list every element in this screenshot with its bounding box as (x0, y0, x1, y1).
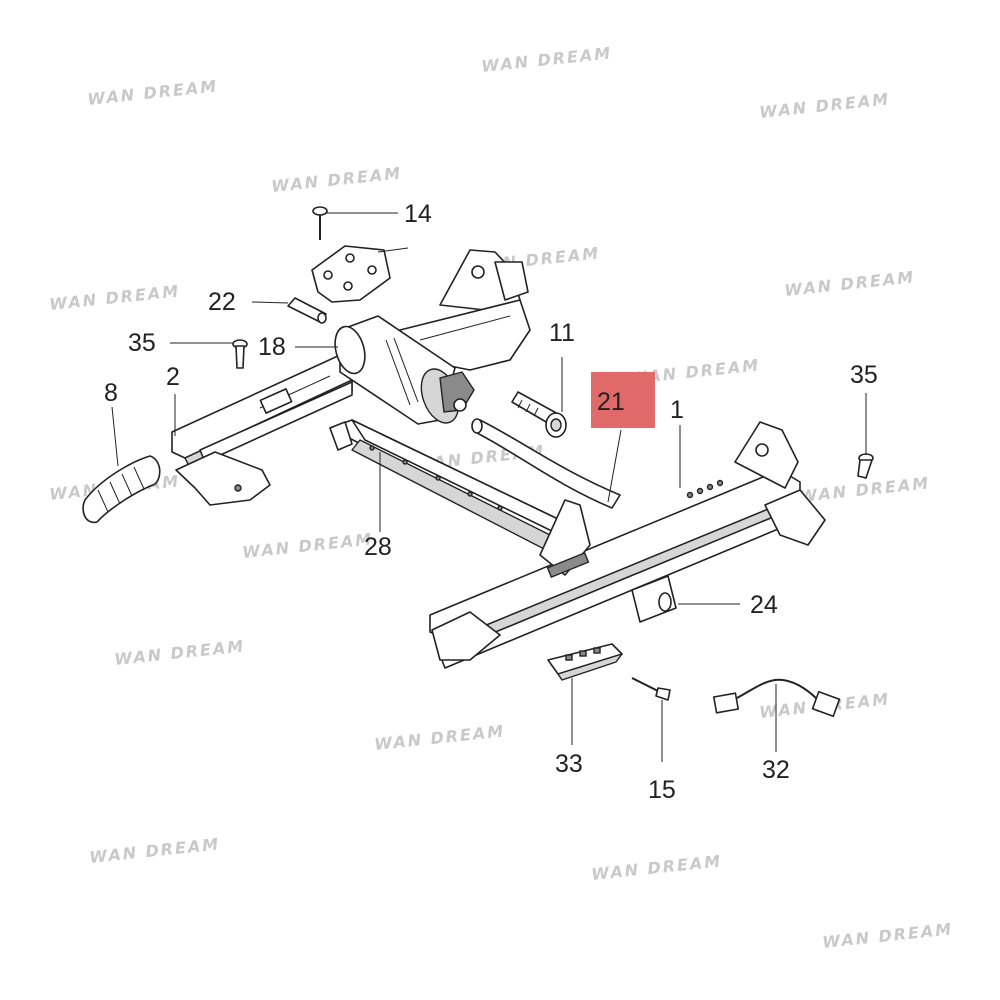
watermark: WAN DREAM (373, 721, 506, 754)
part-35-screw-left (232, 339, 248, 369)
callouts: 14 22 35 18 11 21 8 2 1 35 28 24 33 15 3… (104, 200, 878, 804)
callout-33: 33 (555, 750, 583, 778)
part-21-shaft (471, 418, 621, 509)
callout-35-right: 35 (850, 361, 878, 389)
watermark: WAN DREAM (783, 267, 916, 300)
callout-32: 32 (762, 756, 790, 784)
watermark: WAN DREAM (241, 529, 374, 562)
callout-14: 14 (404, 200, 432, 228)
callout-18: 18 (258, 333, 286, 361)
watermark: WAN DREAM (48, 281, 181, 314)
part-28-crossbar (329, 419, 561, 553)
watermark: WAN DREAM (270, 163, 403, 196)
callout-11: 11 (549, 319, 575, 347)
callout-35-left: 35 (128, 329, 156, 357)
part-2-rail (171, 354, 353, 506)
callout-15: 15 (648, 776, 676, 804)
callout-2: 2 (166, 363, 180, 391)
part-24-clip (631, 575, 677, 623)
callout-24: 24 (750, 591, 778, 619)
part-11-bolt (511, 391, 567, 438)
callout-28: 28 (364, 533, 392, 561)
part-1-rail (429, 421, 826, 669)
part-33-strip (547, 643, 623, 681)
callout-22: 22 (208, 288, 236, 316)
part-22-rod (287, 297, 327, 324)
watermark: WAN DREAM (821, 919, 954, 952)
callout-1: 1 (670, 396, 684, 424)
watermark: WAN DREAM (758, 89, 891, 122)
part-35-screw-right (857, 453, 874, 479)
watermark: WAN DREAM (480, 43, 613, 76)
callout-21: 21 (597, 388, 625, 416)
highlight-box (591, 372, 655, 428)
part-15-pin (631, 677, 671, 701)
leader-lines (111, 212, 867, 762)
watermark: WAN DREAM (86, 76, 219, 109)
part-14-bracket (311, 206, 391, 303)
part-8-sleeve (82, 455, 161, 524)
callout-8: 8 (104, 379, 118, 407)
watermark: WAN DREAM (88, 834, 221, 867)
part-18-motor (334, 315, 475, 425)
watermark: WAN DREAM (113, 636, 246, 669)
watermark: WAN DREAM (590, 851, 723, 884)
part-32-harness (712, 678, 841, 718)
